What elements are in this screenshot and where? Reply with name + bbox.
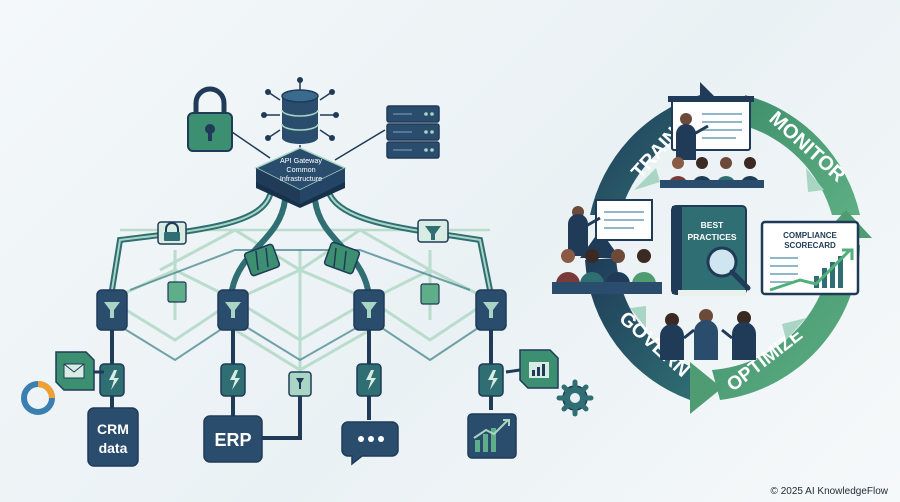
audience-top xyxy=(660,157,764,188)
copyright-footer: © 2025 AI KnowledgeFlow xyxy=(770,486,888,497)
integration-network: API Gateway Common Infrastructure xyxy=(21,77,594,467)
pipe-coupler-left xyxy=(243,243,281,277)
mesh-lines-dark xyxy=(109,249,491,362)
inner-arrow-1 xyxy=(634,168,660,190)
pipe-lock-module xyxy=(157,221,187,245)
crm-label-2: data xyxy=(99,440,128,456)
governance-cycle: TRAIN MONITOR OPTIMIZE GOVERN xyxy=(552,82,872,414)
database-icon xyxy=(261,77,339,144)
chat-bubble-icon xyxy=(341,421,399,466)
drop-cables xyxy=(110,330,493,440)
erp-label: ERP xyxy=(214,430,251,450)
magnifier-icon xyxy=(706,246,751,291)
plug-2 xyxy=(220,363,246,397)
inner-arrow-2 xyxy=(806,168,824,192)
filter-node-4 xyxy=(475,289,507,331)
inner-arrow-3 xyxy=(782,318,806,340)
best-practices-book: BEST PRACTICES xyxy=(671,205,751,296)
filter-node-1 xyxy=(96,289,128,331)
padlock-icon xyxy=(187,86,233,152)
cycle-ring-monitor xyxy=(742,95,860,215)
book-title-1: BEST xyxy=(701,220,724,230)
audience-left xyxy=(552,249,662,294)
pipe-filter-module xyxy=(417,219,449,243)
training-scene-left xyxy=(552,199,662,294)
arrow-tip-optimize xyxy=(690,362,722,414)
gateway-label-1: API Gateway xyxy=(280,156,322,165)
filter-node-3 xyxy=(353,289,385,331)
erp-endpoint: ERP xyxy=(203,415,263,463)
plug-5 xyxy=(288,371,312,397)
plug-3 xyxy=(356,363,382,397)
api-gateway-hub: API Gateway Common Infrastructure xyxy=(254,147,347,208)
analytics-chart-endpoint xyxy=(467,413,517,459)
gateway-pipes-highlight xyxy=(111,194,491,291)
book-title-2: PRACTICES xyxy=(687,232,736,242)
inner-arrow-4 xyxy=(630,306,646,328)
discussion-group xyxy=(660,309,756,360)
chart-module xyxy=(505,349,559,389)
plug-4 xyxy=(478,363,504,397)
server-icon xyxy=(386,105,440,159)
mesh-coupler-right xyxy=(420,283,440,305)
pipe-coupler-right xyxy=(323,241,361,275)
compliance-scorecard: COMPLIANCE SCORECARD xyxy=(760,220,860,296)
mesh-coupler-left xyxy=(167,281,187,303)
training-scene-top xyxy=(660,96,764,188)
crm-label-1: CRM xyxy=(97,421,129,437)
gateway-label-3: Infrastructure xyxy=(280,174,322,183)
scorecard-title-2: SCORECARD xyxy=(784,241,836,250)
gear-icon xyxy=(556,379,594,417)
scorecard-title-1: COMPLIANCE xyxy=(783,231,837,240)
filter-node-2 xyxy=(217,289,249,331)
plug-1 xyxy=(99,363,125,397)
gateway-label-2: Common xyxy=(286,165,315,174)
cloud-sync-icon xyxy=(21,381,55,415)
crm-data-endpoint: CRM data xyxy=(87,407,139,467)
email-module xyxy=(55,351,104,391)
